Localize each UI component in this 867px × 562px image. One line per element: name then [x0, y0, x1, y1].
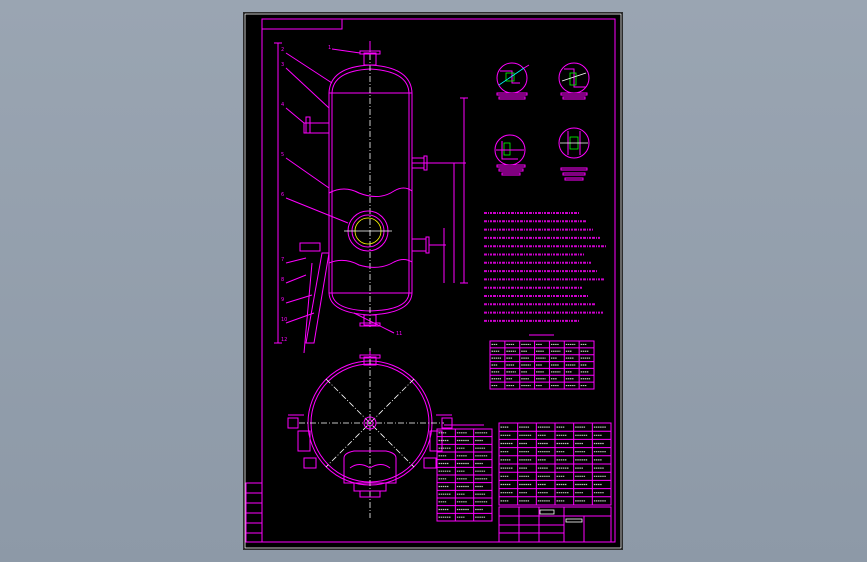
detail-view-3	[494, 134, 526, 176]
parts-list	[498, 422, 612, 506]
balloon-labels: 1 2 3 4 5 6 7 8 9 10 11 12	[281, 45, 402, 343]
svg-text:8: 8	[281, 277, 284, 283]
vessel-front-view	[274, 41, 468, 354]
svg-text:6: 6	[281, 192, 284, 198]
outer-border	[244, 13, 622, 549]
svg-text:4: 4	[281, 102, 284, 108]
design-spec-table	[436, 424, 493, 522]
svg-text:12: 12	[281, 337, 287, 343]
technical-notes	[484, 212, 607, 322]
detail-view-1	[496, 62, 530, 100]
svg-text:7: 7	[281, 257, 284, 263]
vessel-plan-view	[287, 348, 453, 518]
svg-text:5: 5	[281, 152, 284, 158]
drawing-sheet: 1 2 3 4 5 6 7 8 9 10 11 12	[244, 13, 622, 549]
svg-text:9: 9	[281, 297, 284, 303]
detail-view-4	[558, 127, 590, 181]
svg-text:11: 11	[396, 331, 402, 337]
drawing-number-box	[261, 18, 343, 30]
svg-text:3: 3	[281, 62, 284, 68]
nozzle-table	[489, 334, 595, 390]
svg-text:2: 2	[281, 47, 284, 53]
inner-frame	[261, 18, 616, 543]
cad-drawing: 1 2 3 4 5 6 7 8 9 10 11 12	[244, 13, 622, 549]
revision-column	[245, 482, 263, 543]
svg-text:10: 10	[281, 317, 287, 323]
svg-text:1: 1	[328, 45, 331, 51]
title-block	[498, 506, 612, 543]
detail-view-2	[558, 62, 590, 100]
